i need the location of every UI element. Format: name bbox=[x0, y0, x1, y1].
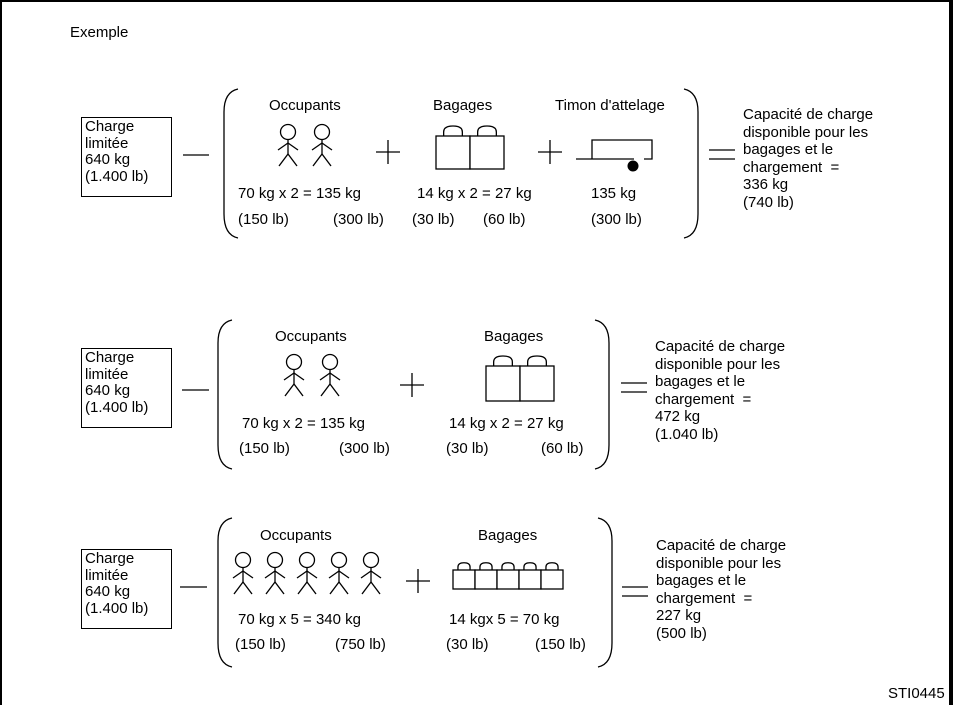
occupants-lb2-1: (300 lb) bbox=[333, 211, 384, 228]
left-parenthesis-3 bbox=[217, 517, 233, 668]
person-icon bbox=[277, 123, 299, 167]
bag-icon bbox=[474, 562, 498, 590]
right-parenthesis-3 bbox=[597, 517, 613, 668]
occupants-lb1-2: (150 lb) bbox=[239, 440, 290, 457]
equals-sign-1 bbox=[709, 149, 735, 160]
person-icon bbox=[328, 551, 350, 595]
occupants-lb1-3: (150 lb) bbox=[235, 636, 286, 653]
occupants-kg-2: 70 kg x 2 = 135 kg bbox=[242, 415, 366, 432]
bagages-lb1-1: (30 lb) bbox=[412, 211, 455, 228]
timon-lb-1: (300 lb) bbox=[591, 211, 642, 228]
bagages-lb2-3: (150 lb) bbox=[535, 636, 586, 653]
diagram-title: Exemple bbox=[70, 24, 129, 41]
trailer-hitch-icon bbox=[576, 139, 653, 172]
bag-icon bbox=[496, 562, 520, 590]
bag-icon bbox=[540, 562, 564, 590]
bagages-header-3: Bagages bbox=[478, 527, 538, 544]
charge-limit-box-3: Charge limitée 640 kg (1.400 lb) bbox=[81, 549, 172, 629]
left-parenthesis-1 bbox=[223, 88, 239, 239]
right-parenthesis-2 bbox=[594, 319, 610, 470]
person-icon bbox=[319, 353, 341, 397]
bag-icon bbox=[518, 562, 542, 590]
timon-header-1: Timon d'attelage bbox=[555, 97, 665, 114]
right-parenthesis-1 bbox=[683, 88, 699, 239]
bagages-kg-1: 14 kg x 2 = 27 kg bbox=[417, 185, 532, 202]
occupants-kg-1: 70 kg x 2 = 135 kg bbox=[238, 185, 362, 202]
occupants-header-1: Occupants bbox=[269, 97, 341, 114]
left-parenthesis-2 bbox=[217, 319, 233, 470]
bagages-lb2-2: (60 lb) bbox=[541, 440, 584, 457]
occupants-header-2: Occupants bbox=[275, 328, 347, 345]
plus-sign-1b bbox=[538, 140, 562, 164]
bagages-kg-2: 14 kg x 2 = 27 kg bbox=[449, 415, 564, 432]
bagages-lb2-1: (60 lb) bbox=[483, 211, 526, 228]
bagages-header-2: Bagages bbox=[484, 328, 544, 345]
occupants-lb1-1: (150 lb) bbox=[238, 211, 289, 228]
occupants-lb2-2: (300 lb) bbox=[339, 440, 390, 457]
result-text-1: Capacité de charge disponible pour les b… bbox=[743, 106, 874, 211]
plus-sign-3 bbox=[406, 569, 430, 593]
bag-icon bbox=[469, 125, 505, 170]
bagages-lb1-3: (30 lb) bbox=[446, 636, 489, 653]
person-icon bbox=[311, 123, 333, 167]
timon-kg-1: 135 kg bbox=[591, 185, 637, 202]
figure-code: STI0445 bbox=[888, 685, 945, 702]
result-text-2: Capacité de charge disponible pour les b… bbox=[655, 338, 786, 443]
occupants-kg-3: 70 kg x 5 = 340 kg bbox=[238, 611, 362, 628]
person-icon bbox=[360, 551, 382, 595]
person-icon bbox=[283, 353, 305, 397]
charge-limit-box-2: Charge limitée 640 kg (1.400 lb) bbox=[81, 348, 172, 428]
person-icon bbox=[296, 551, 318, 595]
bag-icon bbox=[435, 125, 471, 170]
occupants-lb2-3: (750 lb) bbox=[335, 636, 386, 653]
plus-sign-1a bbox=[376, 140, 400, 164]
equals-sign-2 bbox=[621, 382, 647, 393]
person-icon bbox=[232, 551, 254, 595]
bagages-kg-3: 14 kgx 5 = 70 kg bbox=[449, 611, 560, 628]
occupants-header-3: Occupants bbox=[260, 527, 332, 544]
bag-icon bbox=[452, 562, 476, 590]
bagages-lb1-2: (30 lb) bbox=[446, 440, 489, 457]
bagages-header-1: Bagages bbox=[433, 97, 493, 114]
result-text-3: Capacité de charge disponible pour les b… bbox=[656, 537, 787, 642]
equals-sign-3 bbox=[622, 586, 648, 597]
charge-limit-box-1: Charge limitée 640 kg (1.400 lb) bbox=[81, 117, 172, 197]
plus-sign-2 bbox=[400, 373, 424, 397]
person-icon bbox=[264, 551, 286, 595]
bag-icon bbox=[519, 355, 555, 402]
